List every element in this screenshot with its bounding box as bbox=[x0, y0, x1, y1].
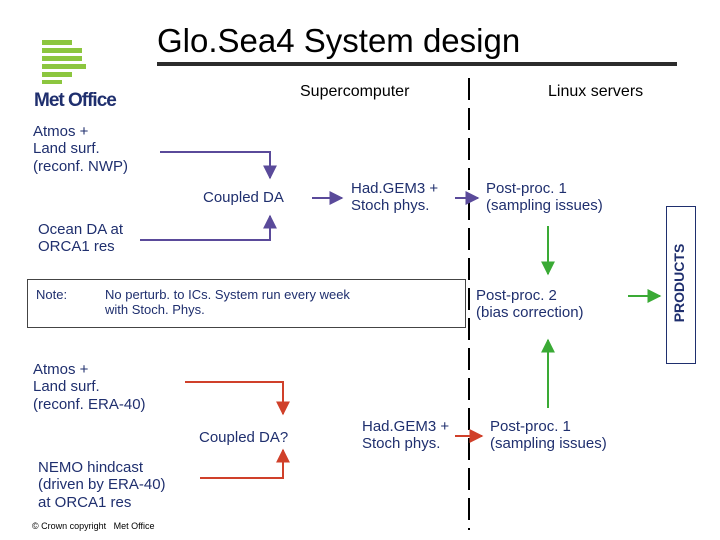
postproc1-bottom-label: Post-proc. 1 (sampling issues) bbox=[490, 418, 607, 453]
atmos-to-coupled-arrow bbox=[160, 151, 277, 180]
logo-text: Met Office bbox=[34, 90, 117, 111]
note-label: Note: bbox=[36, 287, 68, 302]
note-text: No perturb. to ICs. System run every wee… bbox=[105, 287, 350, 317]
atmos-land-era-label: Atmos + Land surf. (reconf. ERA-40) bbox=[33, 361, 146, 413]
postproc2-label: Post-proc. 2 (bias correction) bbox=[476, 287, 584, 322]
products-label: PRODUCTS bbox=[671, 243, 687, 323]
postproc1-label: Post-proc. 1 (sampling issues) bbox=[486, 180, 603, 215]
hadgem-stoch-label: Had.GEM3 + Stoch phys. bbox=[351, 180, 439, 215]
ocean-da-label: Ocean DA at ORCA1 res bbox=[38, 221, 124, 256]
title-underline bbox=[157, 62, 677, 66]
atmos-era-to-coupled-arrow bbox=[185, 381, 290, 416]
note-box bbox=[27, 279, 466, 328]
logo-graphic-icon bbox=[42, 40, 86, 84]
copyright-text: © Crown copyright Met Office bbox=[32, 521, 155, 531]
products-box bbox=[666, 206, 696, 364]
hadgem-stoch-bottom-label: Had.GEM3 + Stoch phys. bbox=[362, 418, 450, 453]
coupled-da-label: Coupled DA bbox=[203, 189, 284, 206]
linux-servers-header: Linux servers bbox=[548, 83, 644, 100]
ocean-to-coupled-arrow bbox=[140, 214, 277, 241]
met-office-logo: Met Office bbox=[32, 34, 132, 114]
nemo-hindcast-label: NEMO hindcast (driven by ERA-40) at ORCA… bbox=[38, 459, 166, 511]
supercomputer-header: Supercomputer bbox=[300, 83, 410, 100]
coupled-da-question-label: Coupled DA? bbox=[199, 429, 289, 446]
nemo-to-coupled-arrow bbox=[200, 448, 290, 479]
atmos-land-nwp-label: Atmos + Land surf. (reconf. NWP) bbox=[33, 123, 129, 175]
page-title: Glo.Sea4 System design bbox=[157, 22, 521, 59]
